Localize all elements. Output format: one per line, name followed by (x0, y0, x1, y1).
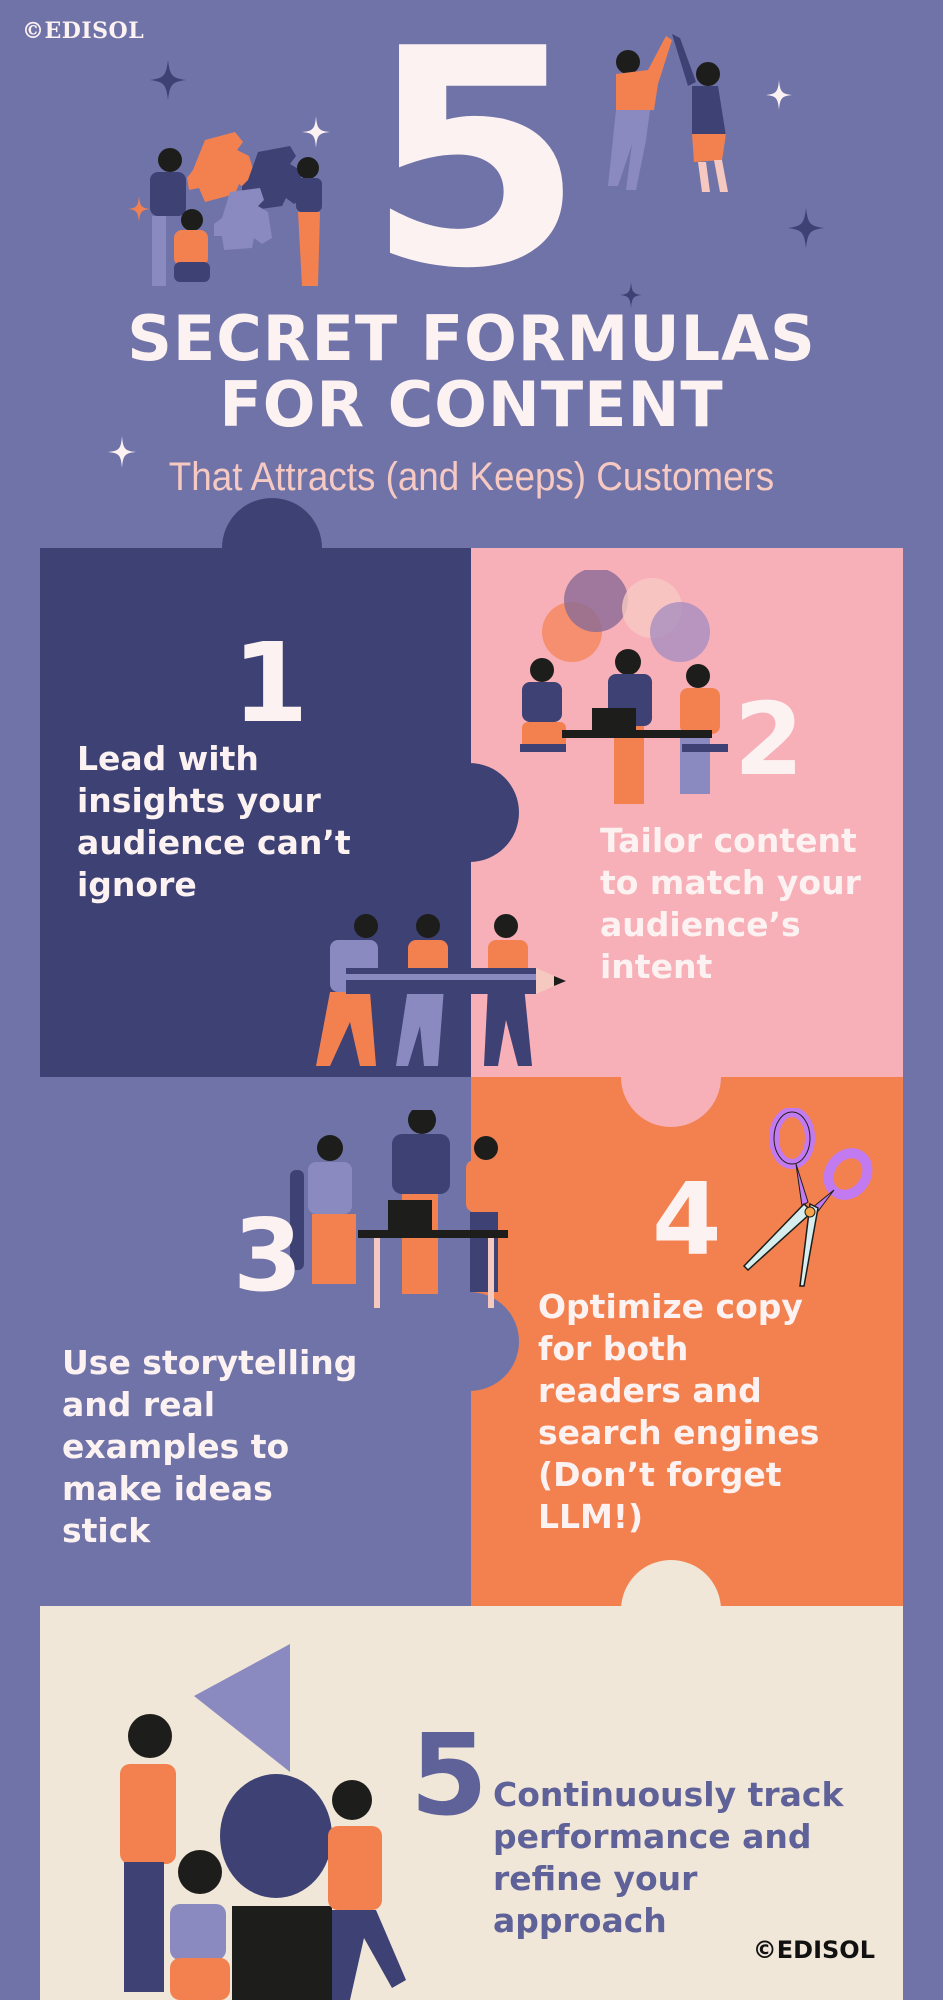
sparkle-icon (302, 116, 330, 148)
formula-number-5: 5 (410, 1711, 488, 1841)
formula-number-3: 3 (233, 1197, 303, 1314)
title-line-1: SECRET FORMULAS (127, 302, 816, 375)
team-building-shapes-illustration (120, 1644, 406, 2000)
sparkle-icon (766, 80, 792, 110)
formula-text-3: Use storytelling and real examples to ma… (62, 1343, 358, 1550)
formula-text-5: Continuously track performance and refin… (493, 1775, 844, 1940)
team-puzzle-illustration (150, 132, 322, 286)
brand-logo-bottom: ©EDISOL (752, 1936, 875, 1964)
formula-number-1: 1 (232, 619, 309, 747)
team-carrying-pencil-illustration (316, 914, 566, 1066)
sparkle-icon (128, 196, 150, 222)
formula-text-2: Tailor content to match your audience’s … (600, 821, 861, 986)
sparkle-icon (150, 60, 186, 100)
puzzle-knob (621, 1560, 721, 1660)
formula-number-2: 2 (734, 681, 804, 798)
puzzle-knob (420, 763, 519, 862)
sparkle-icon (108, 436, 136, 468)
sparkle-icon (788, 208, 824, 248)
title-line-2: FOR CONTENT (219, 368, 724, 441)
team-discussion-speech-bubbles-illustration (520, 570, 728, 804)
formula-number-4: 4 (652, 1161, 722, 1278)
puzzle-knob (621, 1027, 721, 1127)
high-five-illustration (608, 34, 728, 192)
sparkle-icon (620, 282, 642, 308)
subtitle: That Attracts (and Keeps) Customers (168, 455, 775, 499)
hero-number: 5 (365, 0, 585, 334)
formula-text-4: Optimize copy for both readers and searc… (538, 1287, 820, 1536)
puzzle-knob (420, 1292, 519, 1391)
formula-text-1: Lead with insights your audience can’t i… (77, 739, 351, 904)
team-at-desk-laptop-illustration (290, 1110, 508, 1308)
brand-logo-top: ©EDISOL (22, 18, 145, 44)
scissors-icon (742, 1108, 873, 1287)
